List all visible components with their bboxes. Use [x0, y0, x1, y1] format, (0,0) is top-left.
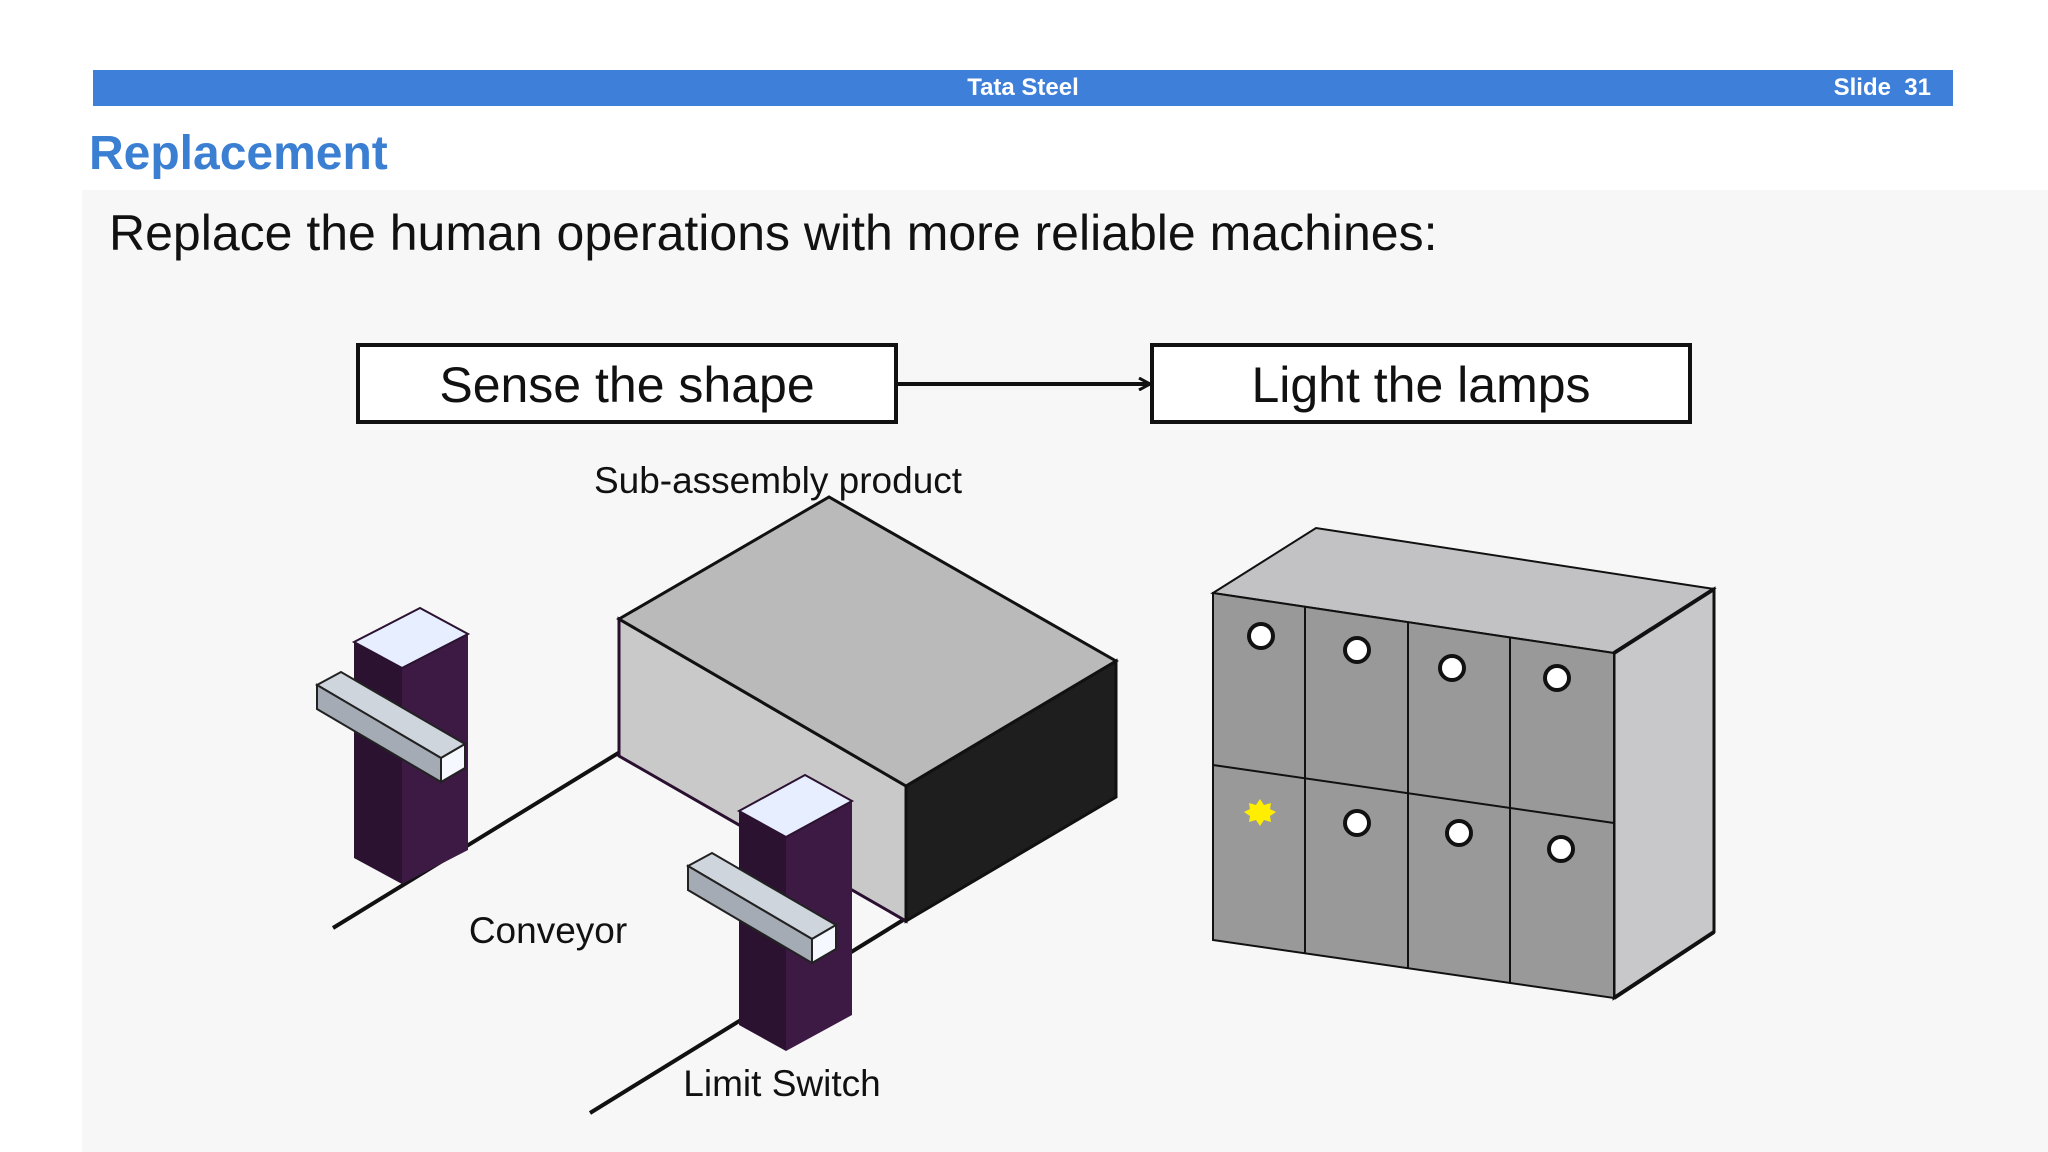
lamp-indicator — [1343, 636, 1371, 664]
lamp-indicator — [1543, 664, 1571, 692]
lit-lamp-indicator — [1244, 799, 1276, 826]
limit-switch-right — [685, 773, 855, 1051]
product-label: Sub-assembly product — [594, 460, 963, 501]
lamp-row-1 — [1247, 622, 1571, 692]
lamp-indicator — [1343, 809, 1371, 837]
presentation-title: Tata Steel — [967, 74, 1079, 101]
step-sense-label: Sense the shape — [439, 357, 814, 413]
slide-heading: Replacement — [89, 127, 388, 180]
lamp-indicator — [1547, 835, 1575, 863]
slide-subtitle: Replace the human operations with more r… — [109, 205, 1438, 261]
sub-assembly-box — [616, 495, 1119, 924]
conveyor-rail-near — [331, 750, 622, 930]
lamp-indicator — [1445, 819, 1473, 847]
step-light-box: Light the lamps — [1150, 343, 1692, 424]
conveyor-label: Conveyor — [469, 910, 627, 951]
limit-switch-label: Limit Switch — [683, 1063, 880, 1104]
step-light-label: Light the lamps — [1251, 357, 1590, 413]
lamp-row-2 — [1244, 799, 1575, 863]
header-bar: Tata Steel Slide 31 — [93, 70, 1953, 106]
lamp-indicator — [1247, 622, 1275, 650]
limit-switch-left — [314, 606, 471, 884]
lamp-cabinet — [1210, 526, 1717, 1001]
lamp-indicator — [1438, 654, 1466, 682]
step-sense-box: Sense the shape — [356, 343, 898, 424]
slide-number: Slide 31 — [1833, 74, 1931, 101]
